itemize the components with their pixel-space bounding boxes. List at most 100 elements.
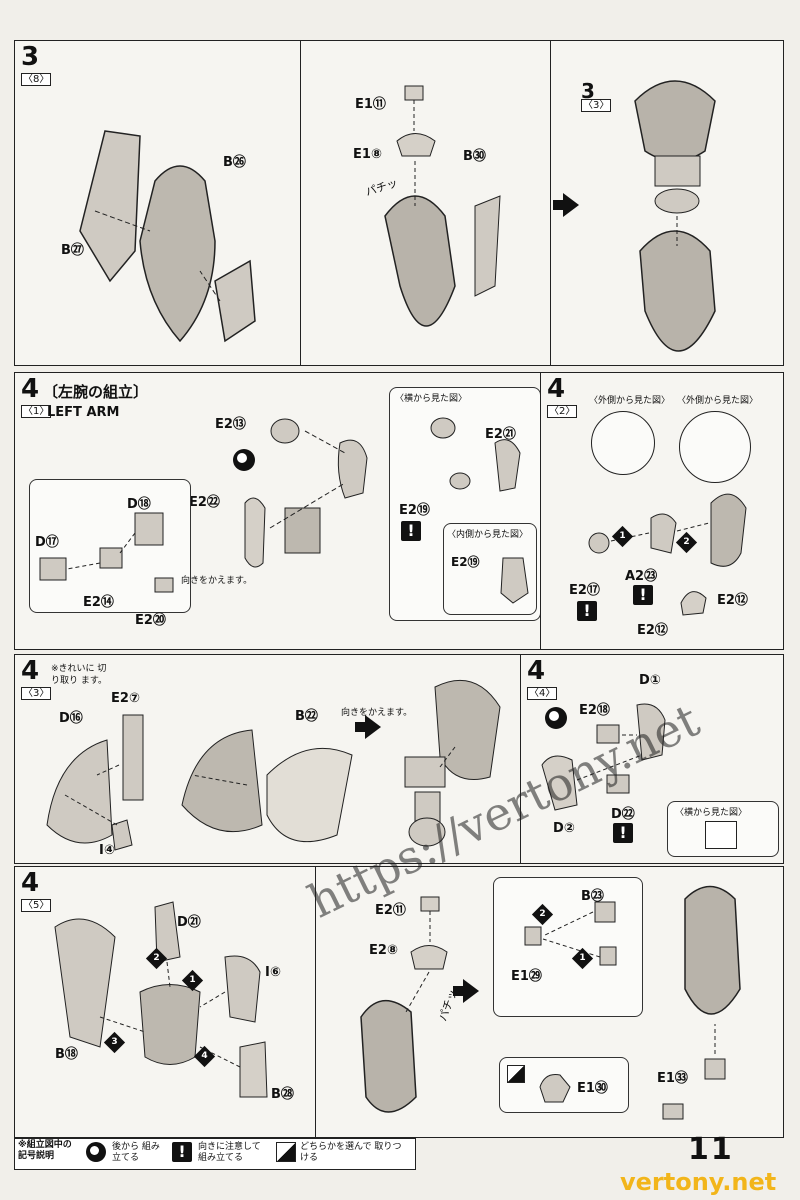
outside-view-title-1: 〈外側から見た図〉 [589,396,671,406]
order-marker-3: 3 [103,1031,126,1054]
step3-panel: 3 〈8〉 B㉖ B㉗ E1⑪ E1⑧ B㉚ パチッ 3 〈3〉 [14,40,784,366]
ref-step-number: 3 [581,79,595,103]
side-view-detail [705,821,737,849]
next-step-arrow [553,193,579,217]
part-label-d21: D㉑ [177,915,201,930]
forearm-assembly-illustration [360,896,448,1113]
rotate-note: 向きをかえます。 [181,576,253,586]
part-label-e1-33: E1㉝ [657,1071,688,1086]
order-marker-2: 2 [675,531,698,554]
part-label-d1: D① [639,673,661,688]
alternate-hand-illustration [539,1074,571,1103]
forearm-result-illustration [662,885,741,1120]
inside-view-title: 〈内側から見た図〉 [447,530,529,540]
step-number: 4 [21,374,40,404]
step4-5-panel: 4 〈5〉 D㉑ I⑥ B⑱ B㉘ 1 2 3 4 E2⑪ E2⑧ パチッ [14,866,784,1138]
torso-part-illustration [79,130,256,343]
ref-substep-label: 〈3〉 [581,99,612,112]
assemble-later-icon [233,449,255,471]
part-label-b22: B㉒ [295,709,318,724]
warning-icon: ! [172,1142,192,1162]
step4-3-panel: 4 〈3〉 ※きれいに 切り取り ます。 D⑯ E2⑦ B㉒ I④ 向きをかえま… [14,654,522,864]
rotate-note: 向きをかえます。 [341,708,413,718]
inside-view-illustration [500,557,529,604]
step-number: 3 [21,42,40,72]
outside-view-circle-2 [679,411,751,483]
part-label-d18: D⑱ [127,497,151,512]
part-label-i6: I⑥ [265,965,281,980]
legend-item-2: 向きに注意して 組み立てる [198,1142,261,1163]
substep-label: 〈2〉 [547,405,578,418]
section-title: 〔左腕の組立〕 [43,383,149,401]
part-label-e2-17: E2⑰ [569,583,600,598]
warning-icon: ! [577,601,597,621]
warning-icon: ! [633,585,653,605]
forearm-parts-illustration [54,901,268,1098]
next-step-arrow [355,715,381,739]
step-number: 4 [21,656,40,686]
part-label-e2-20: E2⑳ [135,613,166,628]
legend-bar [14,1138,416,1170]
part-label-e1-30: E1㉚ [577,1081,608,1096]
torso-assembly-illustration [384,85,501,327]
order-marker-2: 2 [145,947,168,970]
order-marker-2: 2 [531,903,554,926]
part-label-e2-13: E2⑬ [215,417,246,432]
hand-parts-illustration [524,901,617,966]
part-label-b28: B㉘ [271,1087,294,1102]
choose-one-icon [507,1065,525,1083]
shoulder-parts-illustration [588,493,747,616]
watermark-brand: vertony.net [620,1168,777,1196]
inside-view-box [443,523,537,615]
substep-label: 〈3〉 [21,687,52,700]
section-subtitle: LEFT ARM [47,405,120,420]
divider-line [300,41,301,365]
step-number: 4 [527,656,546,686]
step4-2-panel: 4 〈2〉 〈外側から見た図〉 〈外側から見た図〉 1 2 E2⑰ ! A2㉓ … [540,372,784,650]
part-label-d22: D㉒ [611,807,635,822]
elbow-parts-illustration [541,703,666,811]
part-label-e2-12b: E2⑫ [637,623,668,638]
assemble-later-icon [545,707,567,729]
part-label-b23: B㉓ [581,889,604,904]
substep-label: 〈8〉 [21,73,52,86]
hand-assembly-box [493,877,643,1017]
part-label-d16: D⑯ [59,711,83,726]
shoulder-result-illustration [404,679,501,847]
inset-parts-illustration [39,512,174,593]
side-view-illustration [430,417,521,492]
part-label-e1-29: E1㉙ [511,969,542,984]
step-number: 4 [547,374,566,404]
assemble-later-icon [86,1142,106,1162]
trim-note: ※きれいに 切り取り ます。 [51,664,107,686]
part-label-i4: I④ [99,843,115,858]
divider-line [315,867,316,1137]
part-label-b30: B㉚ [463,149,486,164]
substep-label: 〈4〉 [527,687,558,700]
order-marker-4: 4 [193,1045,216,1068]
divider-line [550,41,551,365]
next-step-arrow [453,979,479,1003]
side-view-title: 〈横から見た図〉 [395,394,468,404]
part-label-e1-8: E1⑧ [353,147,382,162]
part-label-e2-12: E2⑫ [717,593,748,608]
warning-icon: ! [613,823,633,843]
outside-view-title-2: 〈外側から見た図〉 [677,396,759,406]
shoulder-armor-illustration [46,714,353,851]
order-marker-1: 1 [611,525,634,548]
part-label-b27: B㉗ [61,243,84,258]
outside-view-circle-1 [591,411,655,475]
step4-1-panel: 4 〔左腕の組立〕 〈1〉 LEFT ARM E2⑬ E2㉒ D⑱ D⑰ E2⑭… [14,372,544,650]
legend-item-3: どちらかを選んで 取りつける [300,1142,402,1163]
part-label-e2-21: E2㉑ [485,427,516,442]
page-number: 11 [688,1132,734,1167]
side-view-title: 〈横から見た図〉 [675,808,748,818]
part-label-d2: D② [553,821,575,836]
part-label-e2-8: E2⑧ [369,943,398,958]
part-label-e1-11: E1⑪ [355,97,386,112]
part-label-e2-22: E2㉒ [189,495,220,510]
part-label-e2-11: E2⑪ [375,903,406,918]
part-label-b18: B⑱ [55,1047,78,1062]
part-label-e2-18: E2⑱ [579,703,610,718]
